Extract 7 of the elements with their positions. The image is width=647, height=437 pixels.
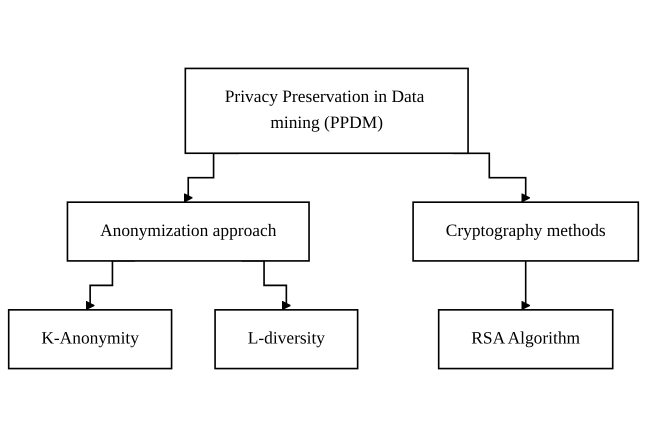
node-box: Privacy Preservation in Data mining (PPDM) [184, 68, 469, 154]
arrow [520, 260, 530, 310]
node-box: RSA Algorithm [438, 309, 614, 370]
node-box: L-diversity [214, 309, 358, 370]
node-box: Cryptography methods [412, 201, 640, 262]
node-box: K-Anonymity [8, 309, 172, 370]
node-box: Anonymization approach [66, 201, 310, 262]
